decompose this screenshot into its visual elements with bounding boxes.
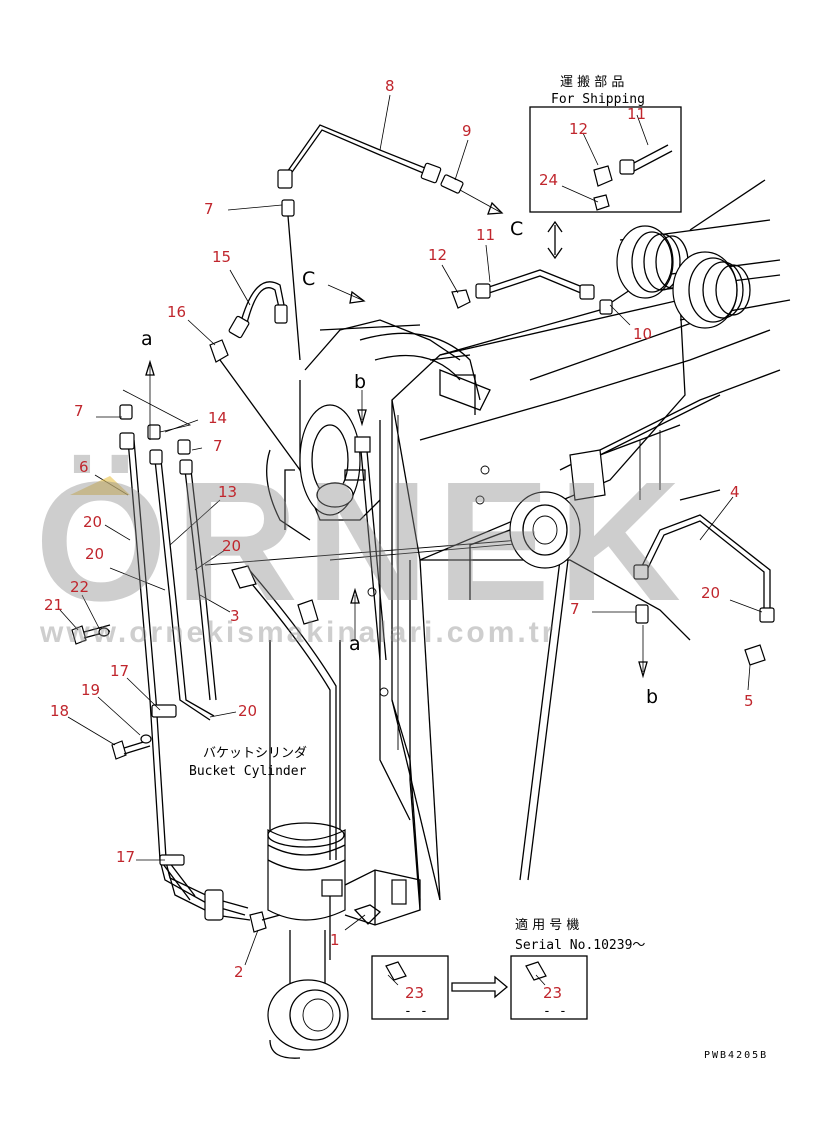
view-marker-a-mid: a	[349, 633, 361, 655]
callout-20: 20	[83, 513, 102, 531]
callout-20: 20	[701, 584, 720, 602]
boom-arm	[204, 289, 781, 911]
callout-21: 21	[44, 596, 63, 614]
callout-20: 20	[85, 545, 104, 563]
callout-13: 13	[218, 483, 237, 501]
bucket-cylinder-title-jp: バケットシリンダ	[203, 746, 307, 761]
callout-7: 7	[570, 600, 580, 618]
callout-8: 8	[385, 77, 395, 95]
callout-2: 2	[234, 963, 244, 981]
svg-text:-: -	[559, 1004, 567, 1019]
callout-18: 18	[50, 702, 69, 720]
watermark: ÖRNEK www.ornekismakinalari.com.tr	[35, 447, 689, 649]
callout-numbers: 8 9 7 15 12 11 16 10 7 14 7 6 13 20 20 2…	[44, 77, 754, 1002]
callout-7: 7	[204, 200, 214, 218]
shipping-detail-box	[529, 106, 682, 260]
bucket-cylinder-title-en: Bucket Cylinder	[189, 764, 307, 779]
svg-text:-: -	[420, 1004, 428, 1019]
callout-24: 24	[539, 171, 558, 189]
callout-10: 10	[633, 325, 652, 343]
direction-arrows	[145, 189, 648, 679]
watermark-brand: ÖRNEK	[35, 447, 689, 637]
serial-title-jp: 適 用 号 機	[515, 917, 579, 933]
arm-link	[266, 319, 491, 541]
callout-11: 11	[476, 226, 495, 244]
view-marker-c-arrow: C	[302, 268, 315, 290]
callout-17: 17	[116, 848, 135, 866]
callout-1: 1	[330, 931, 340, 949]
callout-23: 23	[543, 984, 562, 1002]
svg-text:-: -	[404, 1004, 412, 1019]
svg-text:-: -	[543, 1004, 551, 1019]
serial-detail-boxes: - - - -	[371, 955, 588, 1020]
cylinder-bracket	[321, 869, 421, 960]
bucket-cylinder	[267, 640, 349, 1059]
hydraulic-pipes	[119, 124, 775, 933]
callout-7: 7	[74, 402, 84, 420]
callout-4: 4	[730, 483, 740, 501]
serial-title-en: Serial No.10239～	[515, 938, 645, 953]
boom-cylinders	[616, 179, 791, 329]
view-marker-b-right: b	[646, 686, 658, 708]
drawing-code: PWB4205B	[704, 1050, 768, 1061]
bolts	[71, 624, 152, 760]
callout-22: 22	[70, 578, 89, 596]
callout-7: 7	[213, 437, 223, 455]
view-marker-c-detail: C	[510, 218, 523, 240]
callout-17: 17	[110, 662, 129, 680]
callout-14: 14	[208, 409, 227, 427]
watermark-url: www.ornekismakinalari.com.tr	[39, 616, 556, 649]
callout-12: 12	[569, 120, 588, 138]
callout-12: 12	[428, 246, 447, 264]
callout-19: 19	[81, 681, 100, 699]
leader-lines	[59, 94, 763, 986]
view-marker-b-top: b	[354, 371, 366, 393]
callout-20: 20	[222, 537, 241, 555]
callout-3: 3	[230, 607, 240, 625]
callout-15: 15	[212, 248, 231, 266]
callout-23: 23	[405, 984, 424, 1002]
callout-16: 16	[167, 303, 186, 321]
view-marker-a-top: a	[141, 328, 153, 350]
callout-11: 11	[627, 105, 646, 123]
callout-9: 9	[462, 122, 472, 140]
callout-5: 5	[744, 692, 754, 710]
callout-6: 6	[79, 458, 89, 476]
callout-20: 20	[238, 702, 257, 720]
shipping-title-en: For Shipping	[551, 92, 645, 107]
shipping-title-jp: 運 搬 部 品	[560, 75, 624, 90]
